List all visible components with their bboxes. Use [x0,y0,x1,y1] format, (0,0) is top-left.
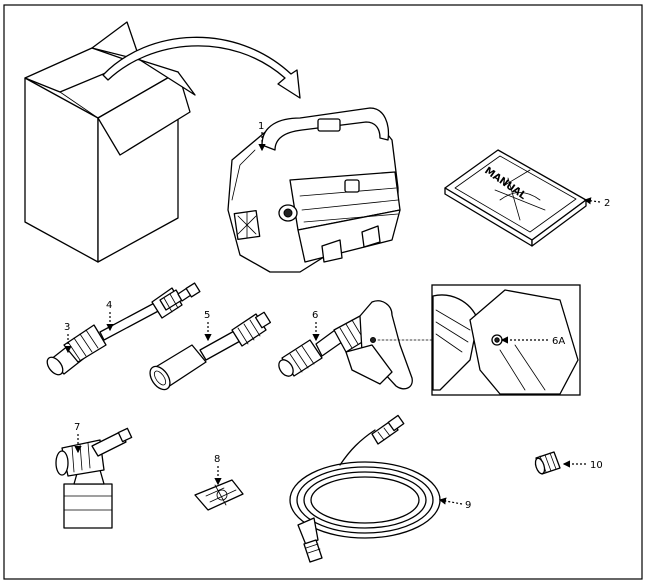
quick-connect-fitting [534,451,561,475]
trigger-gun [278,300,413,390]
turbo-nozzle [149,311,272,391]
figure-border [3,4,643,580]
callout-leaders [64,132,601,505]
detail-inset [377,284,581,396]
callout-2: 2 [604,198,610,209]
callout-7: 7 [74,422,80,433]
unpack-arrow [102,36,301,99]
callout-8: 8 [214,454,220,465]
callout-10: 10 [590,460,603,471]
owners-manual: MANUAL [444,149,587,247]
adjustable-nozzle [46,299,165,376]
shipping-box [24,21,196,263]
callout-6: 6 [312,310,318,321]
callout-3: 3 [64,322,70,333]
callout-5: 5 [204,310,210,321]
cleaning-tool-packet [194,479,244,511]
callout-6a: 6A [552,336,565,347]
callout-4: 4 [106,300,112,311]
high-pressure-hose [289,414,441,563]
pressure-washer-unit [227,107,401,273]
detergent-bottle [55,427,133,529]
callout-9: 9 [465,500,471,511]
callout-1: 1 [258,121,264,132]
spray-lance [151,282,201,319]
